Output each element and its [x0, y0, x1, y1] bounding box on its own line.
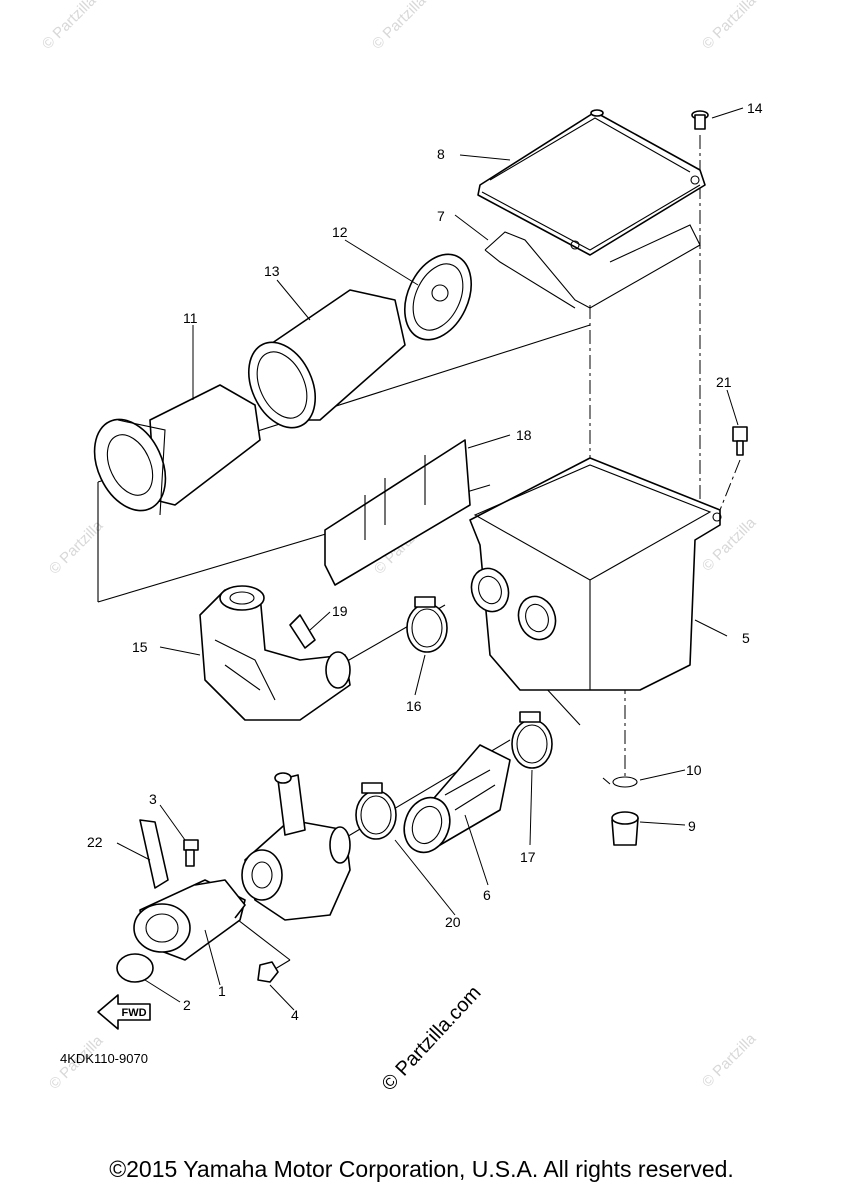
watermark-top-right: © Partzilla	[699, 0, 760, 53]
callout-21: 21	[716, 374, 732, 390]
watermark-bottom-right: © Partzilla	[699, 1030, 760, 1091]
cable-clamp	[139, 819, 169, 889]
callout-2: 2	[183, 997, 191, 1013]
callout-22: 22	[87, 834, 103, 850]
splash-plate	[324, 439, 471, 586]
callout-16: 16	[406, 698, 422, 714]
drain-clip	[602, 776, 638, 788]
watermark-top-left: © Partzilla	[39, 0, 100, 53]
fwd-label: FWD	[121, 1007, 146, 1019]
foam-filter-element	[248, 289, 406, 429]
callout-5: 5	[742, 630, 750, 646]
clamp-16	[406, 596, 448, 653]
callout-6: 6	[483, 887, 491, 903]
case-bolt	[732, 426, 748, 456]
carburetor	[241, 772, 351, 921]
air-filter-case	[469, 457, 722, 691]
clamp-20	[355, 782, 397, 840]
breather-hose	[289, 614, 316, 649]
callout-18: 18	[516, 427, 532, 443]
cover-gasket	[484, 224, 701, 309]
callout-14: 14	[747, 100, 763, 116]
callout-3: 3	[149, 791, 157, 807]
callout-19: 19	[332, 603, 348, 619]
intake-joint	[199, 585, 351, 721]
callout-13: 13	[264, 263, 280, 279]
callout-10: 10	[686, 762, 702, 778]
center-watermark: © Partzilla.com	[378, 982, 486, 1096]
callout-9: 9	[688, 818, 696, 834]
callout-8: 8	[437, 146, 445, 162]
drain-cap	[611, 811, 639, 846]
clamp-17	[511, 711, 553, 769]
forward-arrow: FWD	[97, 994, 151, 1030]
callout-4: 4	[291, 1007, 299, 1023]
intake-manifold	[133, 879, 246, 961]
filter-guide	[93, 384, 261, 516]
callout-12: 12	[332, 224, 348, 240]
callout-15: 15	[132, 639, 148, 655]
air-box-cover	[477, 109, 706, 256]
callout-17: 17	[520, 849, 536, 865]
air-joint	[403, 744, 511, 854]
copyright-notice: ©2015 Yamaha Motor Corporation, U.S.A. A…	[109, 1156, 734, 1182]
watermark-top-center: © Partzilla	[369, 0, 430, 53]
callouts: 14 8 7 12 13 11 18 21 5 19 15 16 10 9 17…	[87, 100, 763, 1023]
manifold-o-ring	[116, 953, 154, 983]
manifold-screw	[183, 839, 199, 867]
manifold-nut	[257, 961, 279, 983]
callout-20: 20	[445, 914, 461, 930]
callout-1: 1	[218, 983, 226, 999]
diagram-code: 4KDK110-9070	[60, 1051, 148, 1066]
callout-7: 7	[437, 208, 445, 224]
filter-end-cap	[404, 253, 472, 341]
cover-screw	[691, 110, 709, 130]
leader-lines	[116, 107, 744, 1011]
callout-11: 11	[183, 310, 198, 326]
